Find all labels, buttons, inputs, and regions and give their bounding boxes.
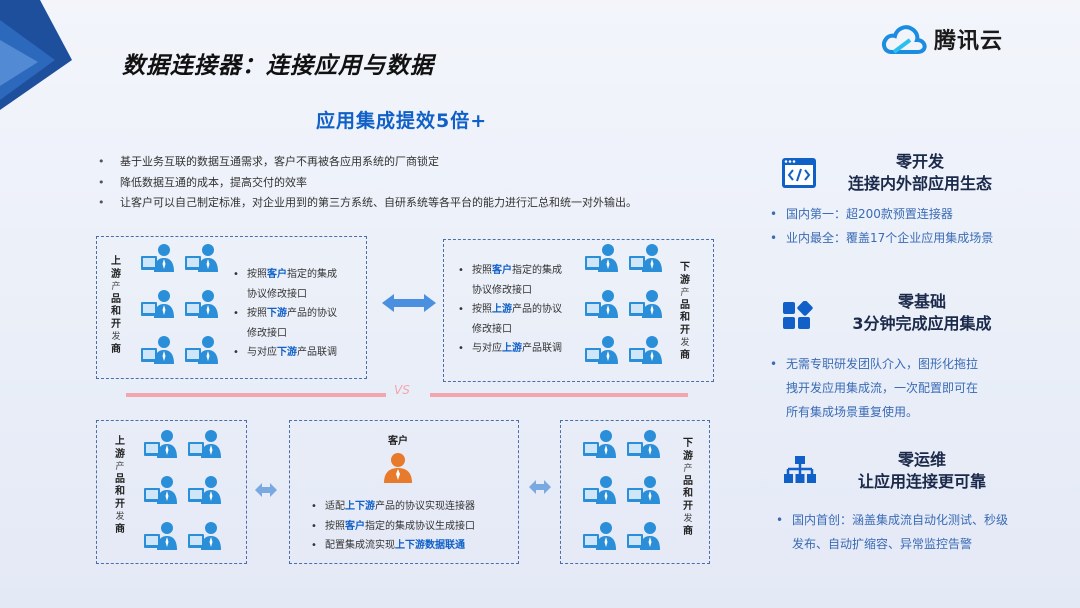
client-label: 客户 — [388, 436, 408, 447]
person-icon — [143, 474, 187, 504]
code-window-icon — [782, 158, 816, 188]
list-item: 修改接口 — [247, 327, 287, 339]
client-person-icon — [384, 453, 412, 483]
person-icon — [582, 428, 626, 458]
list-item: 所有集成场景重复使用。 — [786, 405, 919, 419]
list-item: 业内最全：覆盖17个企业应用集成场景 — [770, 226, 993, 250]
client-steps: 适配上下游产品的协议实现连接器 按照客户指定的集成协议生成接口 配置集成流实现上… — [311, 497, 475, 556]
logo-text: 腾讯云 — [934, 29, 1004, 54]
vs-divider-left — [126, 393, 386, 397]
person-icon — [582, 520, 626, 550]
list-item: 让客户可以自己制定标准，对企业用到的第三方系统、自研系统等各平台的能力进行汇总和… — [98, 193, 637, 214]
list-item: 按照下游产品的协议 — [233, 304, 337, 324]
client-box — [289, 420, 519, 564]
list-item: 按照客户指定的集成 — [458, 261, 562, 281]
vs-label: VS — [394, 383, 410, 397]
list-item: 按照客户指定的集成 — [233, 265, 337, 285]
feature-title: 零开发连接内外部应用生态 — [847, 152, 992, 193]
intro-bullets: 基于业务互联的数据互通需求，客户不再被各应用系统的厂商锁定 降低数据互通的成本，… — [98, 152, 637, 214]
list-item: 国内首创：涵盖集成流自动化测试、秒级 — [776, 508, 1008, 532]
person-icon — [184, 334, 228, 364]
double-arrow-icon — [255, 483, 277, 497]
list-item: 与对应上游产品联调 — [458, 339, 562, 359]
list-item: 国内第一：超200款预置连接器 — [770, 202, 993, 226]
list-item: 降低数据互通的成本，提高交付的效率 — [98, 173, 637, 194]
person-icon — [140, 288, 184, 318]
double-arrow-icon — [529, 480, 551, 494]
tencent-cloud-logo: 腾讯云 — [880, 22, 1003, 56]
list-item: 拽开发应用集成流，一次配置即可在 — [786, 381, 979, 395]
list-item: 与对应下游产品联调 — [233, 343, 337, 363]
list-item: 协议修改接口 — [472, 284, 532, 296]
hierarchy-icon — [784, 456, 816, 483]
upstream-steps: 按照客户指定的集成 协议修改接口 按照下游产品的协议 修改接口 与对应下游产品联… — [233, 265, 337, 363]
downstream-vendor-box-top — [443, 239, 714, 382]
person-icon — [584, 242, 628, 272]
vs-divider-right — [430, 393, 688, 397]
person-icon — [140, 334, 184, 364]
list-item: 修改接口 — [472, 323, 512, 335]
person-icon — [626, 520, 670, 550]
person-icon — [584, 334, 628, 364]
person-icon — [626, 428, 670, 458]
feature-title: 零运维让应用连接更可靠 — [857, 450, 986, 491]
list-item: 按照客户指定的集成协议生成接口 — [311, 517, 475, 537]
upstream-vendor-box-bottom — [96, 420, 247, 564]
feature-points: 无需专职研发团队介入，图形化拖拉 拽开发应用集成流，一次配置即可在 所有集成场景… — [770, 352, 978, 424]
upstream-vendor-label: 上游产品和开发商 — [115, 436, 125, 535]
upstream-vendor-label: 上游产品和开发商 — [111, 256, 121, 355]
headline: 应用集成提效5倍+ — [316, 110, 488, 132]
blocks-icon — [783, 301, 813, 329]
downstream-vendor-label: 下游产品和开发商 — [680, 262, 690, 361]
cloud-logo-icon — [882, 25, 927, 54]
feature-points: 国内第一：超200款预置连接器 业内最全：覆盖17个企业应用集成场景 — [770, 202, 993, 250]
person-icon — [143, 520, 187, 550]
corner-decoration — [0, 0, 72, 110]
person-icon-grid — [143, 428, 231, 550]
list-item: 协议修改接口 — [247, 288, 307, 300]
person-icon-grid — [582, 428, 670, 550]
downstream-vendor-label: 下游产品和开发商 — [683, 438, 693, 537]
list-item: 配置集成流实现上下游数据联通 — [311, 536, 475, 556]
person-icon — [143, 428, 187, 458]
feature-points: 国内首创：涵盖集成流自动化测试、秒级 发布、自动扩缩容、异常监控告警 — [776, 508, 1008, 556]
person-icon — [187, 520, 231, 550]
list-item: 基于业务互联的数据互通需求，客户不再被各应用系统的厂商锁定 — [98, 152, 637, 173]
person-icon — [187, 428, 231, 458]
list-item: 适配上下游产品的协议实现连接器 — [311, 497, 475, 517]
person-icon — [584, 288, 628, 318]
person-icon — [628, 288, 672, 318]
person-icon-grid — [140, 242, 228, 364]
person-icon-grid — [584, 242, 672, 364]
person-icon — [184, 288, 228, 318]
person-icon — [187, 474, 231, 504]
person-icon — [628, 334, 672, 364]
downstream-steps: 按照客户指定的集成 协议修改接口 按照上游产品的协议 修改接口 与对应上游产品联… — [458, 261, 562, 359]
person-icon — [628, 242, 672, 272]
person-icon — [184, 242, 228, 272]
person-icon — [626, 474, 670, 504]
double-arrow-icon — [382, 294, 436, 312]
person-icon — [140, 242, 184, 272]
list-item: 发布、自动扩缩容、异常监控告警 — [792, 537, 973, 551]
list-item: 无需专职研发团队介入，图形化拖拉 — [770, 352, 978, 376]
page-title: 数据连接器：连接应用与数据 — [122, 53, 434, 79]
upstream-vendor-box-top — [96, 236, 367, 379]
list-item: 按照上游产品的协议 — [458, 300, 562, 320]
person-icon — [582, 474, 626, 504]
downstream-vendor-box-bottom — [560, 420, 710, 564]
